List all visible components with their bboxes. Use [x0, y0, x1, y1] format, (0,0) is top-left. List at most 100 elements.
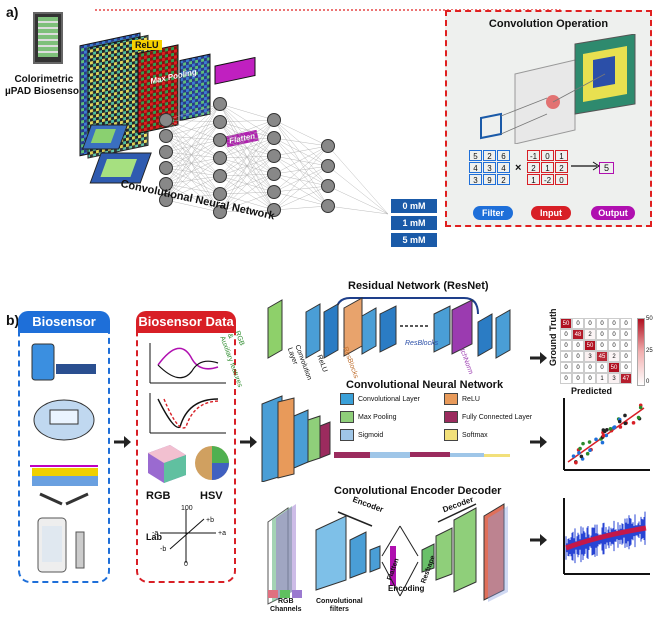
- legend-item: Fully Connected Layer: [444, 411, 540, 423]
- confusion-cell: 0: [620, 318, 632, 329]
- neuron: [321, 159, 335, 173]
- conv-filters-label: Convolutional filters: [316, 598, 363, 613]
- colorbar-50: 50: [646, 316, 653, 322]
- confusion-cell: 0: [572, 351, 584, 362]
- confusion-cell: 0: [560, 362, 572, 373]
- resnet-title: Residual Network (ResNet): [348, 280, 489, 292]
- confusion-cell: 0: [620, 329, 632, 340]
- confusion-cell: 0: [572, 373, 584, 384]
- neuron: [213, 97, 227, 111]
- scatter-point: [578, 446, 582, 451]
- scatter-point: [581, 441, 585, 446]
- convolution-illustration: [480, 34, 636, 144]
- scatter-point: [601, 428, 606, 432]
- confusion-cell: 50: [608, 362, 620, 373]
- biosensor-devices: [30, 343, 98, 573]
- filter-cell: 9: [483, 174, 496, 185]
- scatter-point: [612, 425, 617, 429]
- confusion-cell: 0: [608, 318, 620, 329]
- multiply-symbol: ×: [515, 162, 522, 174]
- confusion-cell: 0: [572, 340, 584, 351]
- filter-cell: 4: [497, 162, 510, 173]
- resnet-diagram: [267, 297, 511, 359]
- output-0: 0 mM: [390, 198, 438, 214]
- neuron: [159, 177, 173, 191]
- confusion-colorbar: [637, 318, 645, 386]
- legend-swatch: [340, 429, 354, 441]
- input-cell: 2: [555, 162, 568, 173]
- legend-item: Convolutional Layer: [340, 393, 444, 405]
- confusion-cell: 1: [596, 373, 608, 384]
- confusion-cell: 45: [596, 351, 608, 362]
- neuron: [213, 115, 227, 129]
- encdec-diagram: [267, 503, 508, 605]
- scatter-plot: [563, 398, 650, 471]
- neuron: [321, 199, 335, 213]
- legend-swatch: [340, 393, 354, 405]
- neuron: [321, 179, 335, 193]
- legend-swatch: [444, 393, 458, 405]
- arrow-1: [114, 436, 131, 448]
- legend-label: Convolutional Layer: [358, 395, 420, 403]
- neuron: [213, 133, 227, 147]
- scatter-point: [579, 454, 584, 459]
- scatter-point: [604, 433, 609, 438]
- neuron: [267, 185, 281, 199]
- arrow-3: [530, 352, 547, 364]
- hsv-label: HSV: [200, 490, 223, 502]
- scatter-point: [608, 427, 613, 431]
- filter-cell: 3: [483, 162, 496, 173]
- rgb-label: RGB: [146, 490, 171, 502]
- neuron: [159, 129, 173, 143]
- scatter-point: [623, 413, 627, 418]
- rgb-swatches: [268, 590, 302, 598]
- confusion-cell: 0: [596, 362, 608, 373]
- confusion-cell: 0: [584, 362, 596, 373]
- neuron: [159, 145, 173, 159]
- rgb-channels-label: RGB Channels: [270, 598, 302, 613]
- lab-axis-plus-a: +a: [218, 530, 226, 537]
- neuron: [159, 193, 173, 207]
- confusion-cell: 0: [608, 340, 620, 351]
- output-button: Output: [591, 206, 635, 220]
- neuron: [213, 151, 227, 165]
- input-cell: 1: [541, 162, 554, 173]
- scatter-point: [601, 433, 606, 438]
- confusion-cell: 3: [608, 373, 620, 384]
- lab-axis-minus-b: -b: [160, 546, 167, 553]
- biosensor-title: Biosensor: [18, 311, 110, 333]
- lab-axis-0: 0: [184, 561, 188, 568]
- arrow-to-output: [571, 161, 600, 171]
- lab-axis-minus-a: -a: [152, 530, 159, 537]
- confusion-cell: 0: [560, 329, 572, 340]
- confusion-cell: 0: [596, 329, 608, 340]
- output-2: 5 mM: [390, 232, 438, 248]
- neuron: [213, 169, 227, 183]
- confusion-cell: 0: [560, 351, 572, 362]
- scatter-point: [631, 421, 636, 425]
- neuron: [267, 131, 281, 145]
- input-cell: 0: [555, 174, 568, 185]
- input-cell: -1: [527, 150, 540, 161]
- legend-item: Softmax: [444, 429, 540, 441]
- confusion-cell: 0: [596, 318, 608, 329]
- confusion-cell: 0: [572, 318, 584, 329]
- input-feature-maps: [81, 124, 152, 184]
- scatter-point: [623, 421, 628, 426]
- biosensor-image: [33, 12, 63, 64]
- legend-swatch: [444, 411, 458, 423]
- scatter-point: [594, 437, 598, 442]
- filter-cell: 6: [497, 150, 510, 161]
- output-stack: 0 mM 1 mM 5 mM: [390, 198, 438, 248]
- neuron: [267, 203, 281, 217]
- neuron: [267, 167, 281, 181]
- confusion-cell: 0: [608, 329, 620, 340]
- confusion-cell: 0: [560, 373, 572, 384]
- confusion-cell: 0: [596, 340, 608, 351]
- legend-item: ReLU: [444, 393, 540, 405]
- neuron: [267, 149, 281, 163]
- confusion-xlabel: Predicted: [571, 386, 613, 396]
- colorbar-0: 0: [646, 379, 650, 385]
- scatter-point: [574, 460, 578, 465]
